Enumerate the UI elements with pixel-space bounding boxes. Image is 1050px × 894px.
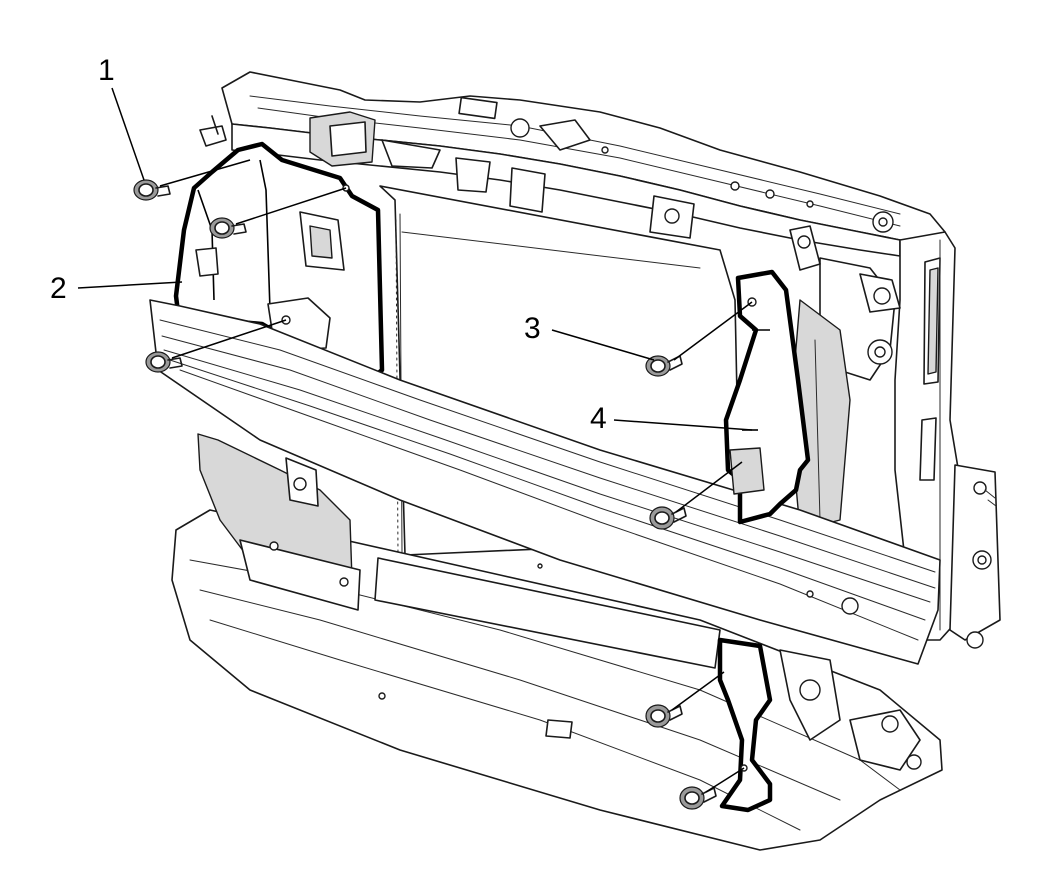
left-air-baffle xyxy=(173,141,385,383)
upper-tie-bar xyxy=(199,71,946,257)
right-air-baffle xyxy=(723,269,811,525)
callout-1-leader xyxy=(111,87,145,181)
callout-4-leader xyxy=(613,419,753,431)
push-pin-retainer xyxy=(133,179,171,201)
installation-lines xyxy=(159,159,753,793)
lower-air-baffle xyxy=(717,637,773,813)
callout-1-label: 1 xyxy=(98,54,115,87)
callouts: 1 2 3 4 xyxy=(50,54,753,435)
front-impact-bar xyxy=(149,299,941,665)
callout-2-label: 2 xyxy=(50,272,67,305)
callout-3-label: 3 xyxy=(524,312,541,345)
callout-4-label: 4 xyxy=(590,402,607,435)
callout-3-leader xyxy=(551,329,655,361)
push-pin-retainer xyxy=(145,351,183,373)
push-pin-retainer xyxy=(649,506,687,530)
push-pin-retainer xyxy=(209,217,247,239)
callout-2-leader xyxy=(77,281,183,289)
push-pin-retainer xyxy=(645,355,683,377)
